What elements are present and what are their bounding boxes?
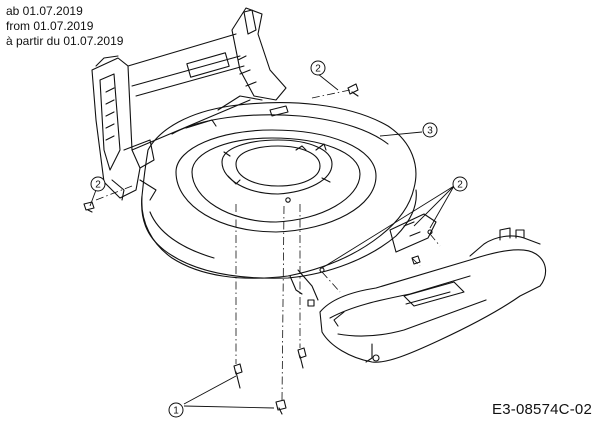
callout-2-left: 2 — [90, 176, 106, 192]
callout-3: 3 — [422, 122, 438, 138]
callout-leaders — [89, 73, 455, 409]
callout-2-label: 2 — [457, 180, 463, 191]
mower-deck — [141, 102, 437, 301]
validity-date-en: from 01.07.2019 — [6, 19, 94, 33]
drawing-code: E3-08574C-02 — [492, 401, 592, 418]
bolt-parts — [83, 83, 421, 415]
callout-2-top: 2 — [310, 60, 326, 76]
callout-2-label: 2 — [315, 64, 321, 75]
callout-1-label: 1 — [173, 406, 179, 417]
validity-date-fr: à partir du 01.07.2019 — [6, 34, 124, 48]
callout-1: 1 — [168, 402, 184, 418]
validity-header: ab 01.07.2019 from 01.07.2019 à partir d… — [6, 4, 123, 49]
callout-3-label: 3 — [427, 126, 433, 137]
validity-date-de: ab 01.07.2019 — [6, 4, 83, 18]
assembly-lines — [95, 89, 441, 401]
mulch-plug — [319, 227, 547, 363]
callout-2-label: 2 — [95, 180, 101, 191]
rear-frame — [91, 7, 287, 201]
callout-2-right: 2 — [452, 176, 468, 192]
